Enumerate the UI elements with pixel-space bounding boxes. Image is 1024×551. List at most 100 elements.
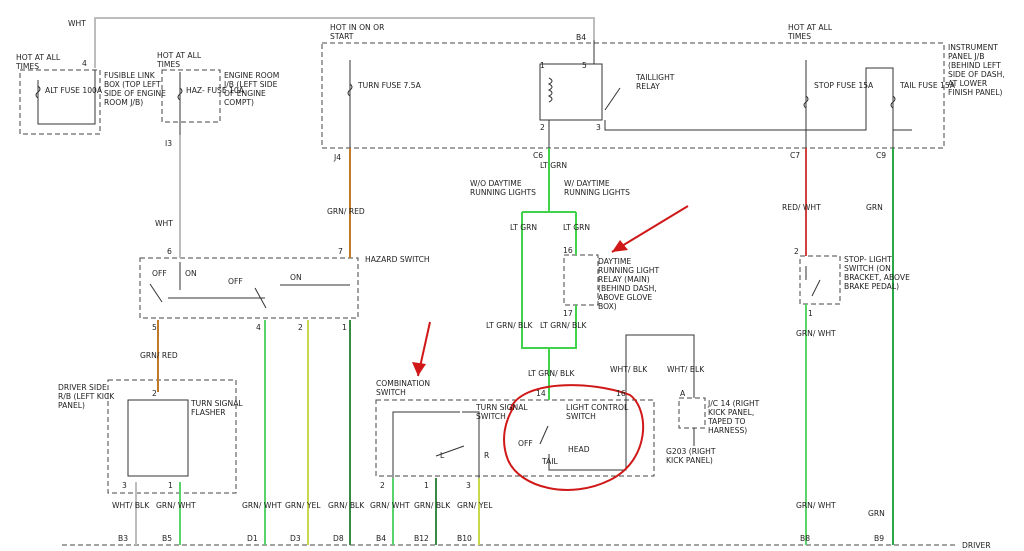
alt-fuse-label: ALT FUSE 100A (45, 86, 103, 95)
connector-label: C6 (533, 151, 543, 160)
hz-off-1: OFF (152, 269, 167, 278)
wire-label: GRN/ WHT (796, 329, 836, 338)
wire-label: LT GRN (540, 161, 567, 170)
connector-label: 1 (540, 61, 545, 70)
wire-label: GRN/ WHT (370, 501, 410, 510)
connector-label: 3 (596, 123, 601, 132)
hz-off-2: OFF (228, 277, 243, 286)
connector-label: 3 (466, 481, 471, 490)
connector-label: B5 (162, 534, 172, 543)
connector-label: 2 (540, 123, 545, 132)
cs-light-sw (539, 425, 549, 445)
connector-label: A (680, 389, 686, 398)
wire-label: GRN/ RED (140, 351, 178, 360)
red-arrow-1 (611, 205, 689, 253)
wire-label: GRN/ BLK (328, 501, 365, 510)
cs-r: R (484, 451, 490, 460)
connector-label: 17 (563, 309, 573, 318)
wire-label: WHT (155, 219, 173, 228)
stop-fuse-symbol (803, 95, 809, 109)
stoplight-switch-box (799, 255, 841, 305)
connector-label: B4 (376, 534, 386, 543)
stop-fuse-label: STOP FUSE 15A (814, 81, 874, 90)
drl-relay-box (563, 254, 599, 306)
wire-label: LT GRN (510, 223, 537, 232)
wire-label: WHT/ BLK (112, 501, 150, 510)
haz-fuse-symbol (177, 87, 183, 101)
connector-label: 2 (152, 389, 157, 398)
driver-bottom-label: DRIVER (962, 541, 991, 550)
turn-fuse-label: TURN FUSE 7.5A (357, 81, 422, 90)
wire-label: LT GRN/ BLK (540, 321, 587, 330)
connector-label: D8 (333, 534, 344, 543)
hazard-switch-label: HAZARD SWITCH (365, 255, 430, 264)
connector-label: B9 (874, 534, 884, 543)
connector-label: 1 (424, 481, 429, 490)
wire-wht-blk-jc (625, 334, 695, 400)
connector-label: C7 (790, 151, 800, 160)
connector-label: 7 (338, 247, 343, 256)
connector-label: 6 (167, 247, 172, 256)
combination-switch-box (375, 399, 655, 477)
alt-fuse-symbol (35, 85, 41, 99)
red-arrow-2-head (412, 362, 426, 376)
connector-label: 16 (616, 389, 626, 398)
cs-head: HEAD (568, 445, 590, 454)
relay-coil (547, 77, 553, 103)
connector-label: 16 (563, 246, 573, 255)
wire-label: GRN/ YEL (285, 501, 321, 510)
wht-top-label: WHT (68, 19, 86, 28)
taillight-relay-body (539, 63, 603, 121)
connector-label: 4 (82, 59, 87, 68)
instrument-panel-jb-box (321, 42, 945, 149)
connector-label: 2 (298, 323, 303, 332)
relay-out (604, 67, 894, 148)
wire-label: LT GRN/ BLK (528, 369, 575, 378)
connector-label: 2 (380, 481, 385, 490)
red-circle (503, 384, 644, 491)
wire-label: GRN/ BLK (414, 501, 451, 510)
cs-right-line (462, 411, 480, 478)
wire-label: WHT/ BLK (667, 365, 705, 374)
wire-labels: WHT GRN/ RED LT GRN LT GRN LT GRN LT GRN… (112, 161, 885, 518)
connector-label: 14 (536, 389, 546, 398)
wire-label: GRN (866, 203, 883, 212)
jc14-box (678, 397, 706, 429)
connector-label: D3 (290, 534, 301, 543)
wire-lt-grn-drl17 (549, 305, 577, 349)
cs-left-line (392, 411, 460, 478)
engine-room-jb-box (161, 69, 221, 123)
wire-label: WHT/ BLK (610, 365, 648, 374)
stoplight-switch (811, 279, 821, 297)
fusible-link-box (19, 69, 101, 135)
tail-fuse-label: TAIL FUSE 15A (899, 81, 956, 90)
connector-label: B10 (457, 534, 472, 543)
connector-label: J4 (333, 153, 341, 162)
wire-label: LT GRN (563, 223, 590, 232)
flasher-body (127, 399, 189, 477)
connector-label: D1 (247, 534, 258, 543)
connector-label: 1 (342, 323, 347, 332)
connector-label: B12 (414, 534, 429, 543)
connector-label: 3 (122, 481, 127, 490)
cs-16-line (548, 400, 627, 471)
driver-side-rb-box (107, 379, 237, 494)
hazard-switch-box (139, 257, 359, 319)
